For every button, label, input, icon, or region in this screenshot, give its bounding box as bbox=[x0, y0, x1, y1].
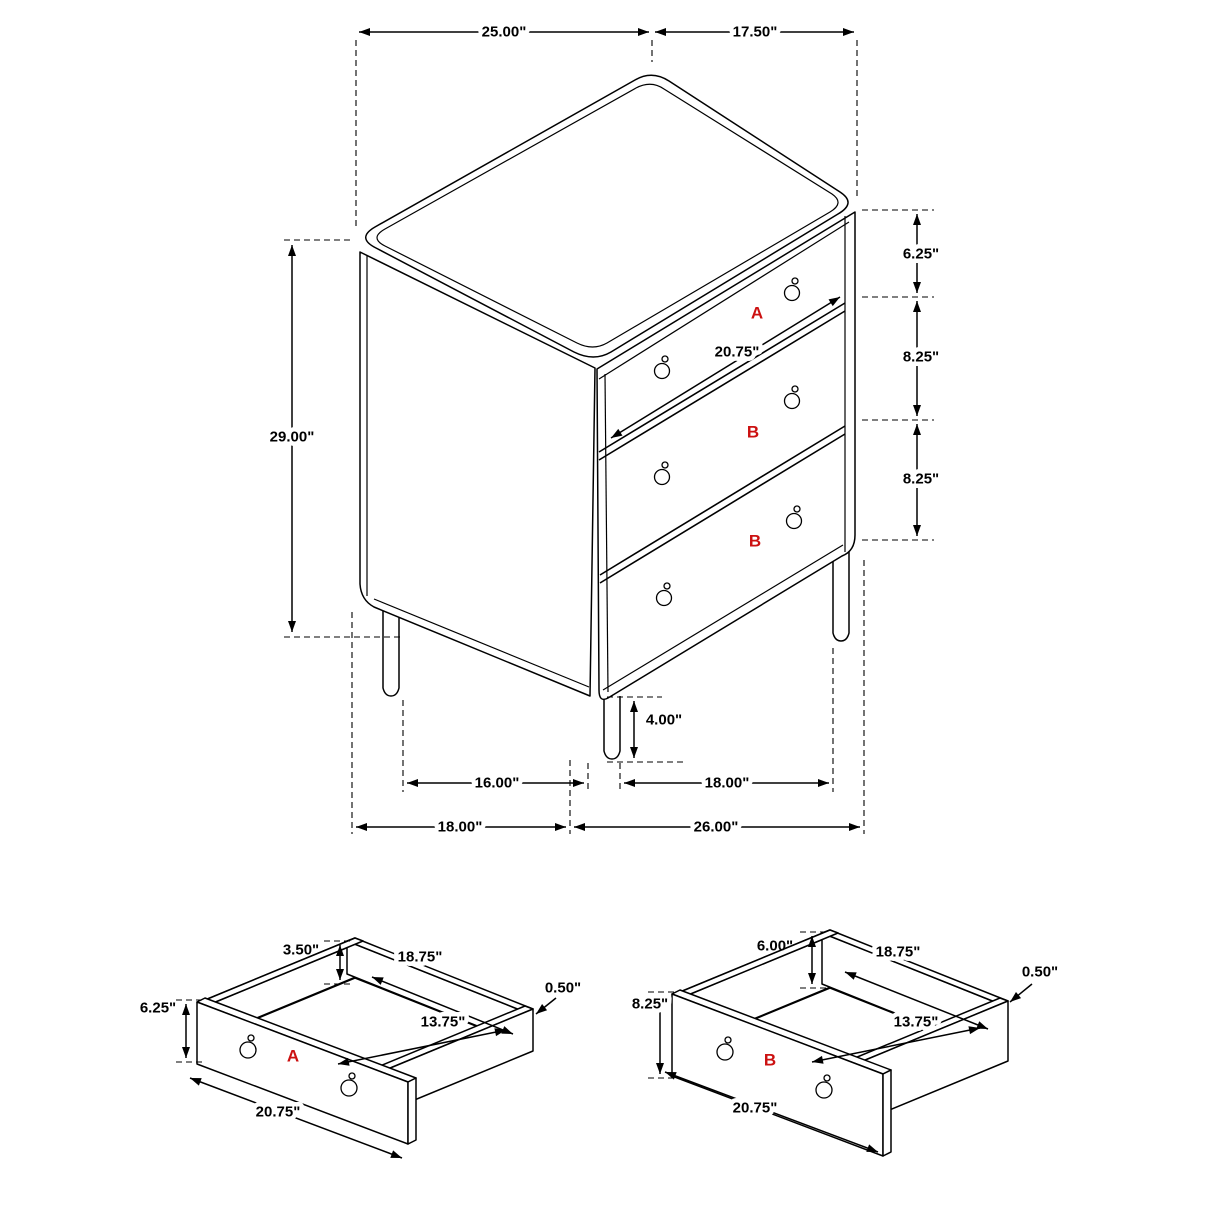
dim-face-width: 20.75" bbox=[715, 344, 760, 361]
bottom-rail-side bbox=[373, 598, 590, 688]
dim-a-front-height: 6.25" bbox=[140, 1000, 176, 1017]
corner-post-front bbox=[604, 373, 609, 693]
leader-line-a-wall bbox=[535, 997, 557, 1015]
drawer-b2-knob-right bbox=[785, 505, 803, 530]
dim-base-left: 16.00" bbox=[475, 775, 520, 792]
a-tag: A bbox=[287, 1047, 299, 1066]
chest-top-face-inner-edge bbox=[376, 83, 839, 348]
drawer-b-view: B 6.00" 18.75" 0.50" 8.25" 13.75" 20.75" bbox=[627, 929, 1058, 1157]
dim-b-inner-width: 18.75" bbox=[876, 944, 921, 961]
drawer-separator-2-upper bbox=[599, 425, 846, 576]
dim-a-inner-width: 18.75" bbox=[398, 949, 443, 966]
dimension-line-b-inner-depth bbox=[811, 1026, 981, 1064]
dim-base-right: 18.00" bbox=[705, 775, 750, 792]
dim-overall-width: 26.00" bbox=[694, 819, 739, 836]
chest-side-panel bbox=[359, 251, 596, 697]
dimension-line-face-width bbox=[610, 296, 841, 439]
dim-overall-depth: 18.00" bbox=[438, 819, 483, 836]
dim-b-front-height: 8.25" bbox=[632, 996, 668, 1013]
a-knob-left bbox=[239, 1034, 257, 1059]
drawer-a-view: A 3.50" 18.75" 0.50" 6.25" 13.75" 20.75" bbox=[140, 937, 581, 1159]
dim-top-width: 25.00" bbox=[482, 24, 527, 41]
drawer-a-tag: A bbox=[751, 304, 763, 323]
a-front-panel-end bbox=[407, 1077, 417, 1145]
dim-a-back-height: 3.50" bbox=[283, 942, 319, 959]
bottom-rail-front bbox=[602, 544, 844, 691]
dim-a-front-width: 20.75" bbox=[256, 1104, 301, 1121]
drawer-b2-knob-left bbox=[655, 582, 673, 607]
dim-a-inner-depth: 13.75" bbox=[421, 1014, 466, 1031]
dim-b-wall-thickness: 0.50" bbox=[1022, 964, 1058, 981]
drawer-a-knob-right bbox=[783, 277, 801, 302]
leg-front bbox=[603, 694, 621, 760]
dimension-line-b-inner-width bbox=[844, 971, 989, 1030]
dim-b-front-width: 20.75" bbox=[733, 1100, 778, 1117]
dim-b-back-height: 6.00" bbox=[757, 938, 793, 955]
drawer-separator-2-lower bbox=[599, 433, 846, 584]
dim-b-inner-depth: 13.75" bbox=[894, 1014, 939, 1031]
b-front-panel-end bbox=[882, 1069, 892, 1157]
dimension-line-a-front-width bbox=[189, 1077, 403, 1159]
dim-leg-height: 4.00" bbox=[646, 712, 682, 729]
dim-drawer-b2-height: 8.25" bbox=[903, 471, 939, 488]
dimension-line-a-inner-depth bbox=[337, 1028, 507, 1066]
dim-height: 29.00" bbox=[270, 429, 315, 446]
b-knob-left bbox=[716, 1036, 734, 1061]
b-tag: B bbox=[764, 1051, 776, 1070]
drawer-b2-tag: B bbox=[749, 532, 761, 551]
leg-right bbox=[832, 548, 850, 642]
dim-drawer-b1-height: 8.25" bbox=[903, 349, 939, 366]
dim-a-wall-thickness: 0.50" bbox=[545, 980, 581, 997]
dim-drawer-a-height: 6.25" bbox=[903, 246, 939, 263]
dimension-line-b-front-width bbox=[664, 1071, 879, 1153]
drawer-b1-tag: B bbox=[747, 423, 759, 442]
drawer-b1-knob-left bbox=[653, 461, 671, 486]
dimension-line-a-inner-width bbox=[371, 976, 514, 1035]
dim-top-depth: 17.50" bbox=[733, 24, 778, 41]
leg-back-left bbox=[382, 606, 400, 697]
main-view: A B B 25.00" 17.50" 29.00" 6.25" 8.25" 8… bbox=[265, 19, 943, 840]
leader-line-b-wall bbox=[1009, 983, 1033, 1003]
